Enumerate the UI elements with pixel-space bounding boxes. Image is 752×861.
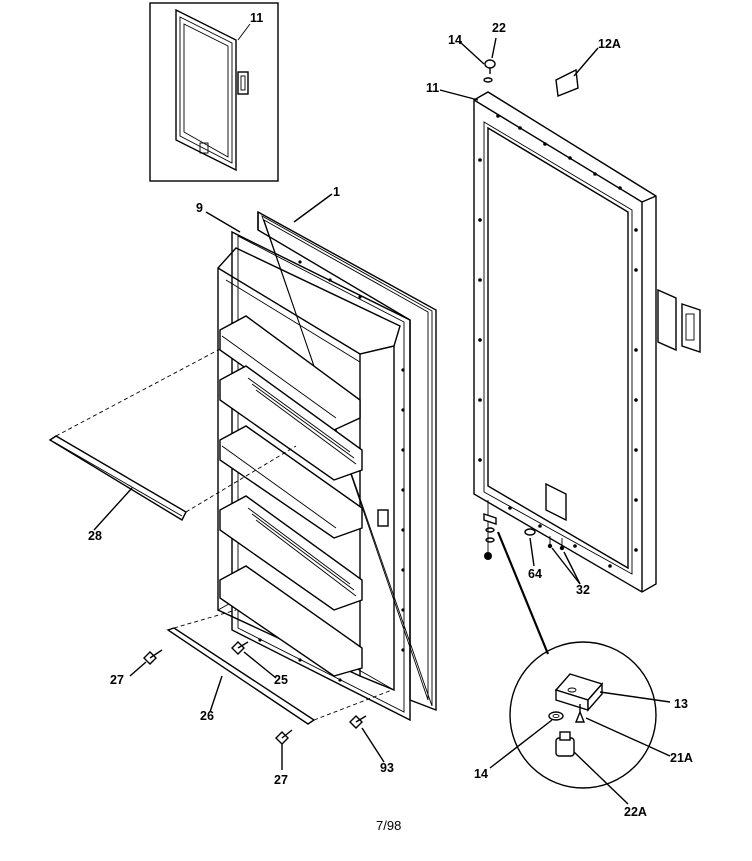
callout-14-top: 14 — [448, 33, 462, 47]
callout-64: 64 — [528, 567, 542, 581]
washer-64 — [524, 528, 536, 536]
door-shelf-5 — [219, 565, 363, 677]
pin-22A — [555, 731, 575, 757]
leader-lines — [93, 23, 671, 805]
callout-26: 26 — [200, 709, 214, 723]
callout-14-detail: 14 — [474, 767, 488, 781]
door-assembly — [217, 210, 437, 722]
screw-27-left — [143, 649, 163, 665]
screw-27-bottom — [275, 729, 293, 745]
inset-gasket-detail — [149, 2, 279, 182]
frame-screw-holes — [258, 260, 405, 682]
callout-27-bottom: 27 — [274, 773, 288, 787]
panel-screw-holes — [478, 114, 638, 568]
screw-25 — [231, 641, 249, 655]
screw-93 — [349, 715, 367, 729]
callout-21A: 21A — [670, 751, 693, 765]
shelf-bar-28 — [48, 347, 297, 521]
hinge-13 — [554, 673, 604, 712]
callout-11-gasket: 11 — [426, 81, 439, 95]
date-code: 7/98 — [376, 818, 401, 833]
door-shelf-2 — [219, 365, 363, 481]
callout-12A: 12A — [598, 37, 621, 51]
hinge-hardware-stack — [483, 500, 497, 560]
callout-1: 1 — [333, 185, 340, 199]
callout-32: 32 — [576, 583, 590, 597]
callout-93: 93 — [380, 761, 394, 775]
washer-14-top — [483, 77, 493, 83]
bottom-bar-26 — [166, 609, 393, 725]
screw-21A — [574, 704, 586, 723]
callout-22-top: 22 — [492, 21, 506, 35]
hinge-detail-circle — [509, 641, 657, 789]
screw-22-top — [484, 59, 496, 74]
door-shelf-1 — [219, 315, 361, 431]
washer-14-detail — [548, 711, 564, 721]
callout-13: 13 — [674, 697, 688, 711]
callout-9: 9 — [196, 201, 203, 215]
callout-28: 28 — [88, 529, 102, 543]
callout-27-left: 27 — [110, 673, 124, 687]
callout-inset-11: 11 — [250, 11, 263, 25]
callout-25: 25 — [274, 673, 288, 687]
top-bracket-12A — [555, 68, 579, 97]
door-gasket-panel — [473, 91, 701, 593]
callout-22A: 22A — [624, 805, 647, 819]
door-shelf-4 — [219, 495, 363, 611]
door-shelf-3 — [219, 425, 363, 539]
screws-32 — [547, 536, 565, 551]
